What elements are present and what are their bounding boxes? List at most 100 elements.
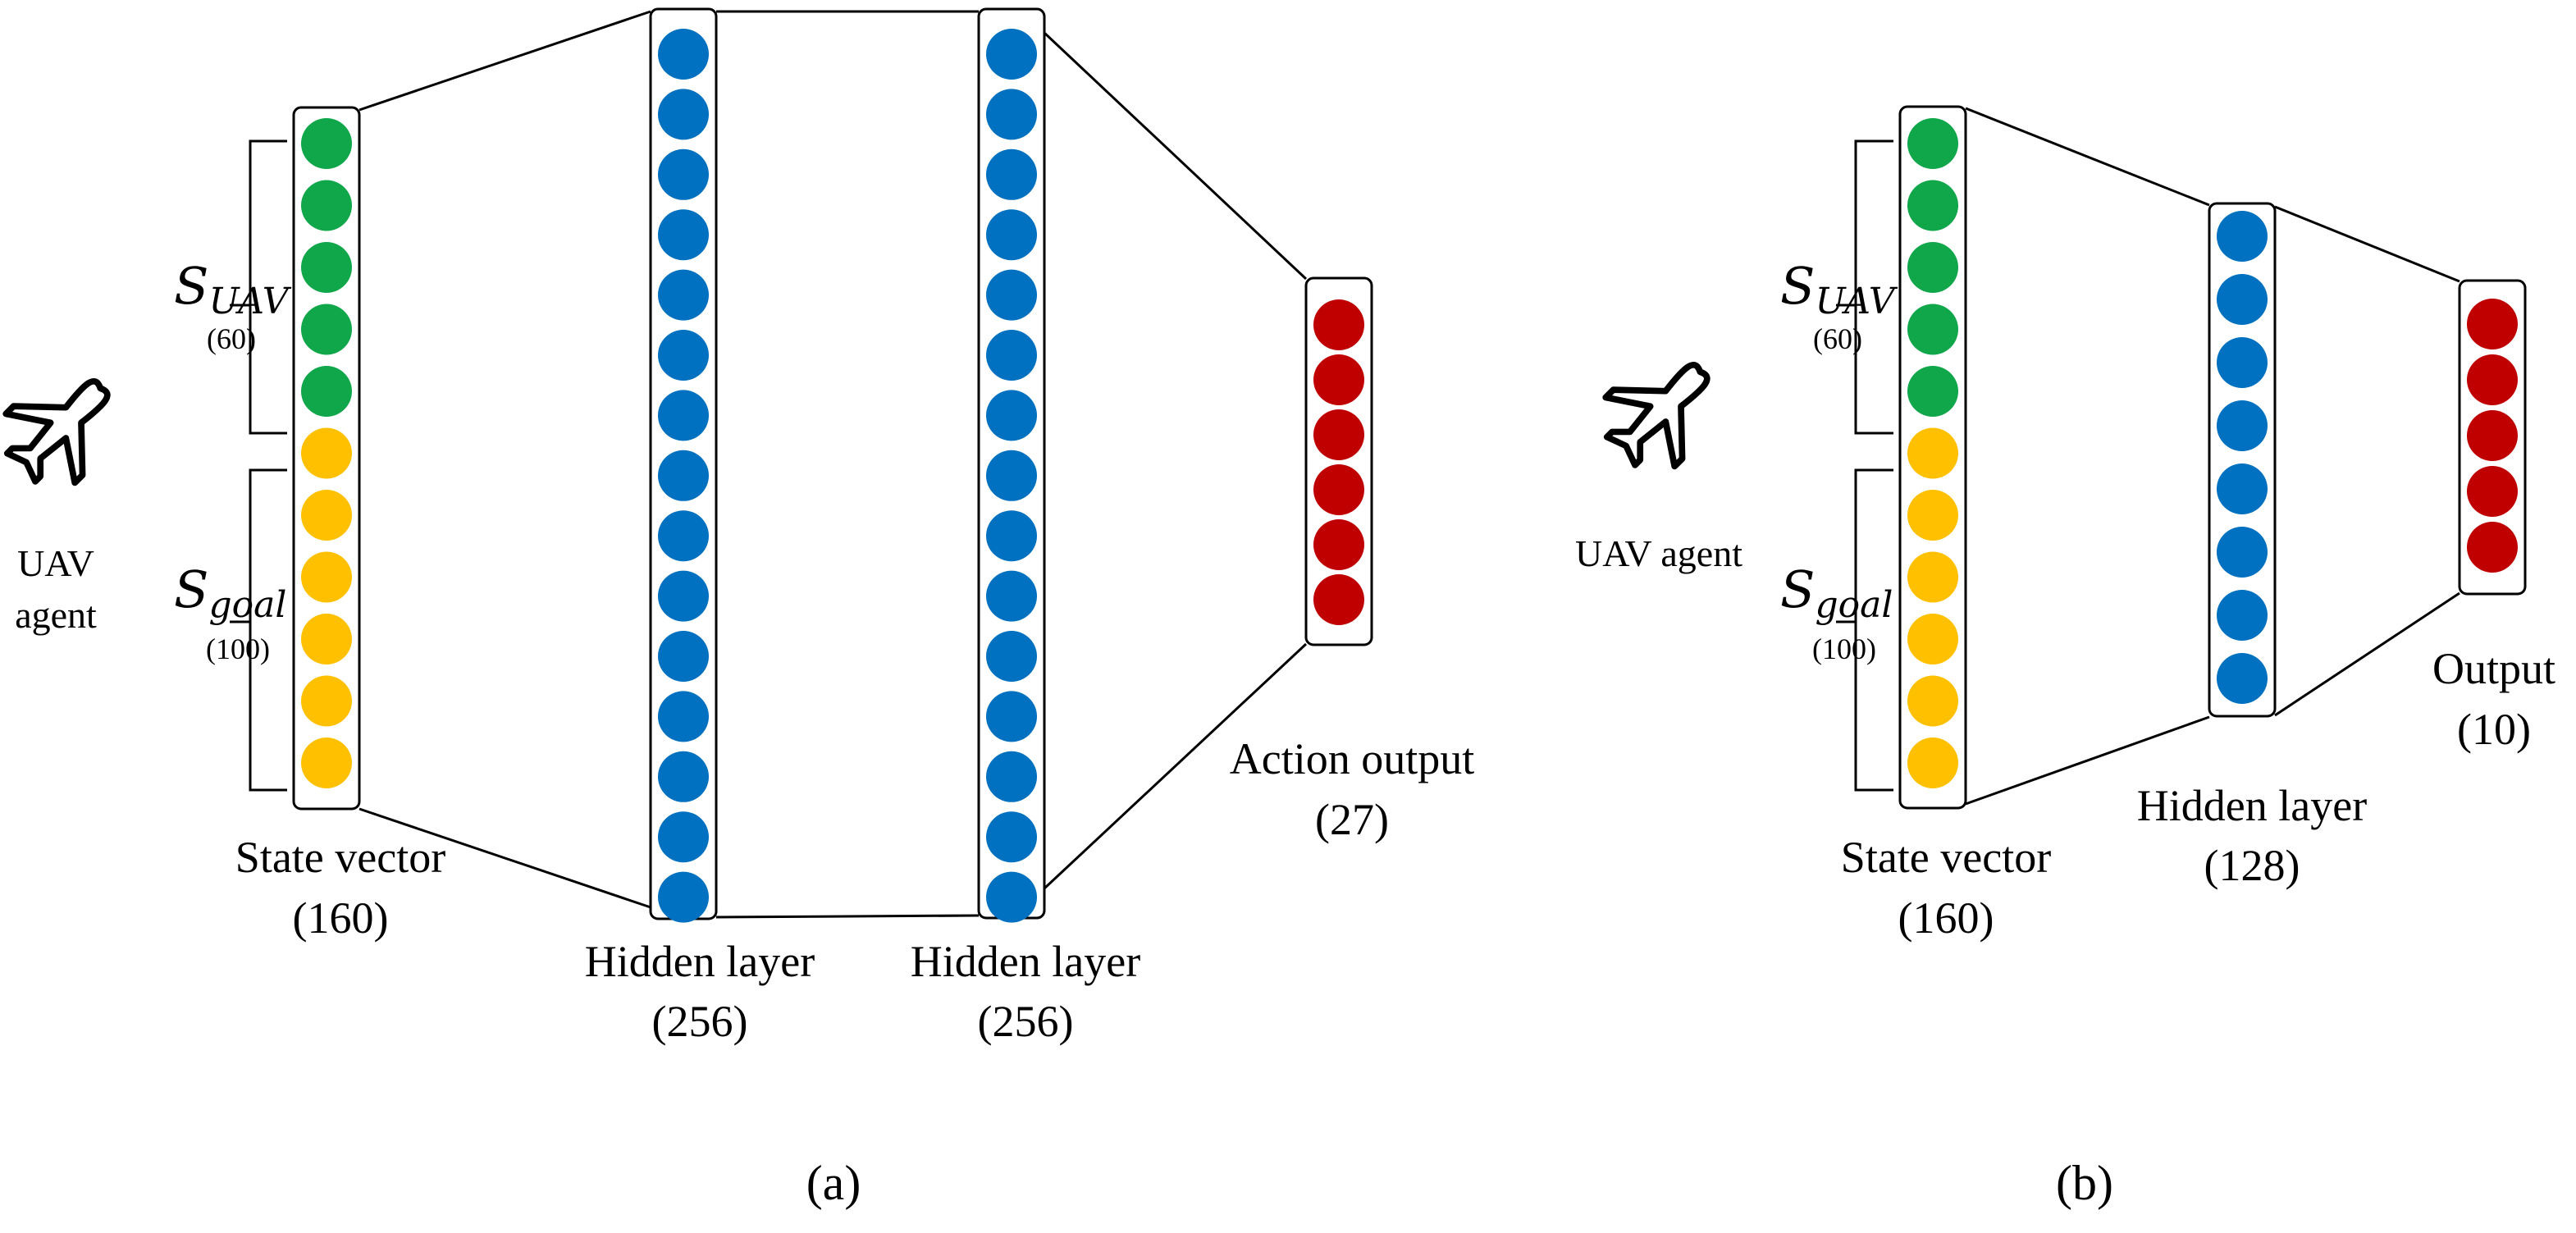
connection-hidden2-output-bottom [1043,642,1308,890]
output-size-b: (10) [2457,705,2531,754]
uav-state-node [301,304,352,355]
hidden-layer-2-size-a: (256) [978,997,1074,1046]
hidden-node [658,269,709,321]
connection-hidden1-hidden2-bottom [715,914,980,919]
uav-state-node [301,118,352,169]
brace-s-uav-b [1836,139,1893,435]
s-goal-symbol-a: S [174,559,208,619]
panel-b: SUAV (60) Sgoal (100) UAV agent State ve… [1575,105,2555,1210]
state-vector-nodes-a [301,118,352,788]
state-vector-size-a: (160) [293,893,389,943]
goal-state-node [301,490,352,541]
uav-state-node [301,180,352,231]
hidden-node [986,570,1037,622]
hidden-node [658,751,709,802]
output-node [2467,466,2518,517]
s-uav-symbol-b: S [1780,256,1815,316]
hidden-node [658,811,709,863]
hidden-layer-nodes-b [2217,211,2268,704]
uav-state-node [1907,242,1958,293]
uav-state-node [1907,180,1958,231]
uav-state-node [301,242,352,293]
panel-a: SUAV (60) Sgoal (100) UAV agent State ve… [0,7,1474,1210]
agent-label-b: UAV agent [1575,532,1742,574]
action-output-label-a: Action output [1230,734,1474,783]
state-vector-label-a: State vector [235,833,445,882]
goal-state-node [1907,738,1958,788]
hidden-node [986,510,1037,562]
hidden-layer-1-nodes-a [658,29,709,923]
hidden-node [986,29,1037,80]
airplane-icon [1587,336,1736,486]
output-node [2467,299,2518,349]
brace-s-goal-a [230,468,287,792]
goal-state-node [1907,427,1958,479]
s-goal-count-a: (100) [206,632,270,665]
connections-b [1965,107,2460,806]
hidden-layer-label-b: Hidden layer [2137,781,2367,830]
hidden-node [986,209,1037,261]
output-node [1313,409,1364,460]
connection-state-hidden1-bottom [359,807,651,909]
s-goal-subscript-a: goal [208,584,286,626]
hidden-node [986,269,1037,321]
goal-state-node [301,675,352,727]
s-uav-symbol-a: S [174,256,208,316]
hidden-node [986,148,1037,200]
output-node [2467,522,2518,573]
connection-hidden-output-top-b [2274,205,2460,283]
s-uav-count-a: (60) [207,322,256,355]
hidden-node [986,89,1037,140]
output-node [2467,354,2518,405]
output-node [1313,354,1364,405]
hidden-node [986,450,1037,501]
uav-state-node [1907,304,1958,355]
hidden-node [658,89,709,140]
caption-a: (a) [806,1156,861,1210]
brace-s-goal-b [1836,468,1893,792]
hidden-layer-2-label-a: Hidden layer [911,937,1140,986]
state-vector-nodes-b [1907,118,1958,788]
output-nodes-a [1313,299,1364,625]
s-goal-count-b: (100) [1812,632,1876,665]
s-uav-count-b: (60) [1813,322,1862,355]
hidden-node [986,751,1037,802]
brace-s-uav-a [230,139,287,435]
agent-label-line2-a: agent [15,594,97,636]
hidden-node [658,29,709,80]
goal-state-node [1907,551,1958,603]
output-node [2467,410,2518,461]
hidden-node [658,450,709,501]
hidden-node [658,631,709,682]
hidden-node [2217,211,2268,262]
output-node [1313,519,1364,570]
connection-state-hidden1-top [359,10,651,112]
connection-hidden2-output-top [1043,31,1308,281]
goal-state-node [301,614,352,664]
hidden-node [658,691,709,742]
state-vector-label-b: State vector [1841,833,2051,882]
hidden-node [2217,590,2268,641]
hidden-layer-2-nodes-a [986,29,1037,923]
s-goal-subscript-b: goal [1815,584,1893,626]
hidden-node [2217,464,2268,514]
uav-state-node [1907,118,1958,169]
s-uav-subscript-a: UAV [208,281,291,322]
airplane-icon [0,353,136,502]
action-output-size-a: (27) [1315,795,1389,844]
uav-state-node [301,366,352,417]
goal-state-node [1907,614,1958,664]
hidden-node [2217,527,2268,578]
hidden-node [658,390,709,441]
hidden-layer-1-label-a: Hidden layer [585,937,815,986]
state-vector-size-b: (160) [1898,893,1994,943]
hidden-node [2217,653,2268,704]
goal-state-node [1907,490,1958,541]
connection-hidden-output-bottom-b [2274,591,2460,717]
output-nodes-b [2467,299,2518,573]
output-label-b: Output [2432,644,2555,693]
hidden-node [658,330,709,381]
hidden-layer-box-b [2208,202,2277,718]
connection-state-hidden-top-b [1965,107,2210,207]
